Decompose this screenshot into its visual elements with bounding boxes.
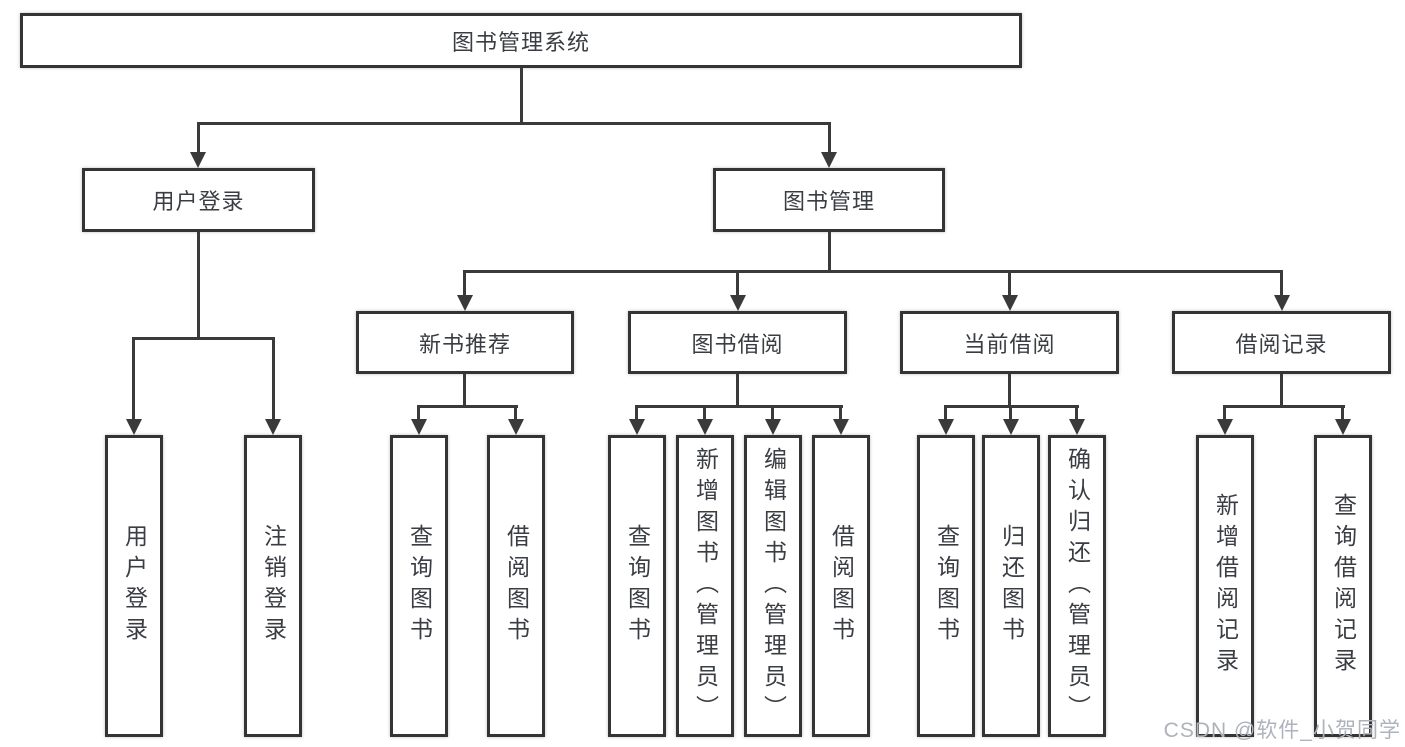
leaf-edit-books-admin: 编辑图书（管理员） xyxy=(744,435,802,737)
connector-line xyxy=(635,405,638,419)
node-root-label: 图书管理系统 xyxy=(451,29,590,55)
node-new-book-recommend-label: 新书推荐 xyxy=(418,331,511,357)
connector-line xyxy=(463,270,466,295)
arrow-down-icon xyxy=(1069,419,1085,435)
connector-line xyxy=(1223,405,1345,408)
leaf-query-books-borrowing-label: 查询图书 xyxy=(624,524,651,648)
connector-line xyxy=(635,405,843,408)
leaf-borrow-books-label: 借阅图书 xyxy=(828,524,855,648)
leaf-add-books-admin: 新增图书（管理员） xyxy=(676,435,734,737)
node-book-borrowing-label: 图书借阅 xyxy=(691,331,784,357)
connector-line xyxy=(463,270,1283,273)
node-borrowing-records: 借阅记录 xyxy=(1172,311,1391,374)
leaf-logout-label: 注销登录 xyxy=(260,524,287,648)
node-book-management: 图书管理 xyxy=(713,168,945,232)
arrow-down-icon xyxy=(697,419,713,435)
leaf-query-books-current-label: 查询图书 xyxy=(933,524,960,648)
connector-line xyxy=(1008,374,1011,405)
leaf-query-borrow-record: 查询借阅记录 xyxy=(1314,435,1372,737)
leaf-query-books-current: 查询图书 xyxy=(917,435,975,737)
connector-line xyxy=(272,337,275,419)
arrow-down-icon xyxy=(1003,419,1019,435)
arrow-down-icon xyxy=(765,419,781,435)
leaf-confirm-return-admin-label: 确认归还（管理员） xyxy=(1064,446,1091,726)
leaf-logout: 注销登录 xyxy=(244,435,302,737)
leaf-borrow-books-recommend: 借阅图书 xyxy=(487,435,545,737)
connector-line xyxy=(736,270,739,295)
leaf-add-borrow-record-label: 新增借阅记录 xyxy=(1212,493,1239,679)
leaf-user-login-label: 用户登录 xyxy=(121,524,148,648)
connector-line xyxy=(1008,270,1011,295)
node-book-management-label: 图书管理 xyxy=(782,189,875,214)
connector-line xyxy=(417,405,420,419)
arrow-down-icon xyxy=(938,419,954,435)
leaf-edit-books-admin-label: 编辑图书（管理员） xyxy=(760,446,787,726)
node-root: 图书管理系统 xyxy=(20,13,1022,68)
connector-line xyxy=(828,122,831,152)
connector-line xyxy=(132,337,135,419)
arrow-down-icon xyxy=(1274,295,1290,311)
arrow-down-icon xyxy=(1217,419,1233,435)
connector-line xyxy=(197,122,200,152)
connector-line xyxy=(839,405,842,419)
leaf-query-books-borrowing: 查询图书 xyxy=(608,435,666,737)
arrow-down-icon xyxy=(730,295,746,311)
connector-line xyxy=(1280,270,1283,295)
arrow-down-icon xyxy=(1002,295,1018,311)
connector-line xyxy=(417,405,518,408)
connector-line xyxy=(1341,405,1344,419)
connector-line xyxy=(703,405,706,419)
connector-line xyxy=(463,374,466,405)
arrow-down-icon xyxy=(190,152,206,168)
connector-line xyxy=(1009,405,1012,419)
leaf-add-books-admin-label: 新增图书（管理员） xyxy=(692,446,719,726)
connector-line xyxy=(1280,374,1283,405)
leaf-borrow-books: 借阅图书 xyxy=(812,435,870,737)
connector-line xyxy=(520,68,523,122)
watermark: CSDN @软件_小贺同学 xyxy=(1163,719,1401,742)
node-user-login: 用户登录 xyxy=(82,168,315,232)
connector-line xyxy=(771,405,774,419)
leaf-confirm-return-admin: 确认归还（管理员） xyxy=(1048,435,1106,737)
connector-line xyxy=(1223,405,1226,419)
node-new-book-recommend: 新书推荐 xyxy=(356,311,574,374)
leaf-query-books-recommend-label: 查询图书 xyxy=(406,524,433,648)
arrow-down-icon xyxy=(833,419,849,435)
arrow-down-icon xyxy=(457,295,473,311)
leaf-query-borrow-record-label: 查询借阅记录 xyxy=(1330,493,1357,679)
connector-line xyxy=(1075,405,1078,419)
leaf-user-login: 用户登录 xyxy=(105,435,163,737)
leaf-query-books-recommend: 查询图书 xyxy=(390,435,448,737)
node-current-borrowing-label: 当前借阅 xyxy=(963,331,1056,357)
arrow-down-icon xyxy=(1335,419,1351,435)
leaf-borrow-books-recommend-label: 借阅图书 xyxy=(503,524,530,648)
connector-line xyxy=(132,337,275,340)
leaf-return-books: 归还图书 xyxy=(982,435,1040,737)
arrow-down-icon xyxy=(411,419,427,435)
connector-line xyxy=(736,374,739,405)
arrow-down-icon xyxy=(126,419,142,435)
arrow-down-icon xyxy=(508,419,524,435)
node-current-borrowing: 当前借阅 xyxy=(900,311,1119,374)
node-borrowing-records-label: 借阅记录 xyxy=(1235,331,1328,357)
connector-line xyxy=(944,405,947,419)
leaf-return-books-label: 归还图书 xyxy=(998,524,1025,648)
arrow-down-icon xyxy=(629,419,645,435)
leaf-add-borrow-record: 新增借阅记录 xyxy=(1196,435,1254,737)
connector-line xyxy=(197,232,200,337)
connector-line xyxy=(514,405,517,419)
arrow-down-icon xyxy=(265,419,281,435)
arrow-down-icon xyxy=(821,152,837,168)
connector-line xyxy=(197,122,831,125)
node-book-borrowing: 图书借阅 xyxy=(628,311,847,374)
connector-line xyxy=(828,232,831,270)
node-user-login-label: 用户登录 xyxy=(152,189,245,214)
